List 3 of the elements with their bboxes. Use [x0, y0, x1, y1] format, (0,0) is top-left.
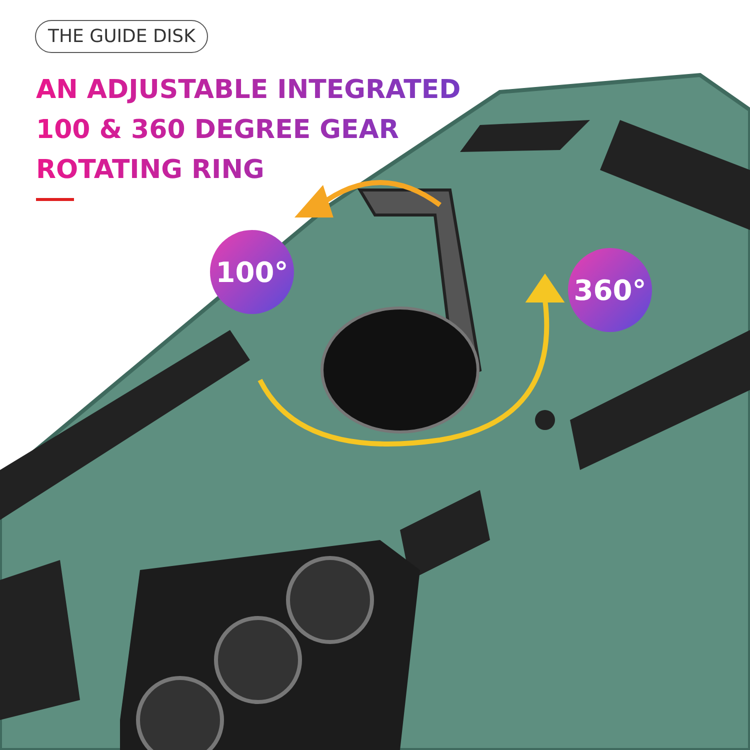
- badge-text: 360°: [574, 274, 646, 306]
- tag-label: THE GUIDE DISK: [35, 20, 208, 53]
- badge-text: 100°: [216, 256, 288, 288]
